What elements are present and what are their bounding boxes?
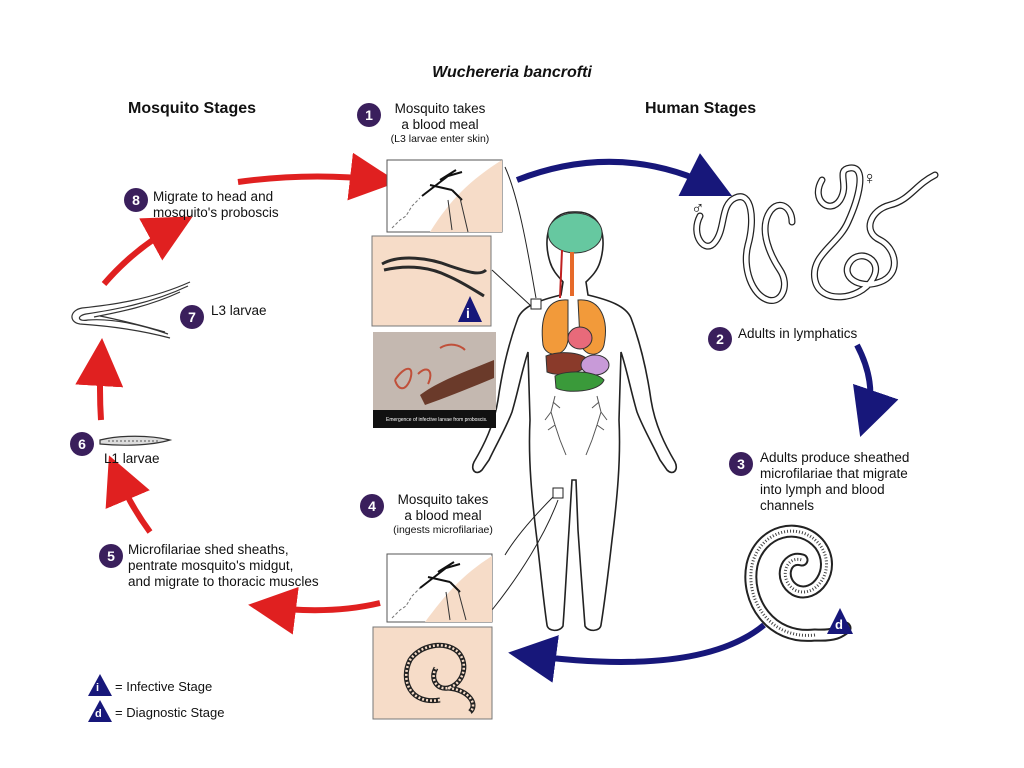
l1-larva-drawing bbox=[99, 435, 173, 446]
step-8-line2: mosquito's proboscis bbox=[153, 205, 279, 220]
lung-left bbox=[541, 299, 569, 355]
step-1-label: Mosquito takes a blood meal (L3 larvae e… bbox=[380, 101, 500, 146]
l3-larva-panel bbox=[371, 235, 492, 327]
step-7-label: L3 larvae bbox=[211, 303, 267, 318]
mosquito-panel-bottom bbox=[386, 553, 493, 623]
step-2-badge: 2 bbox=[708, 327, 732, 351]
step-4-line2: a blood meal bbox=[404, 508, 482, 523]
step-3-line4: channels bbox=[760, 498, 815, 513]
legend-diagnostic-letter: d bbox=[95, 708, 102, 720]
step-1-line2: a blood meal bbox=[401, 117, 479, 132]
arrow-8-to-1 bbox=[237, 152, 398, 201]
step-3-label: Adults produce sheathed microfilariae th… bbox=[760, 450, 909, 514]
arrow-5-to-6 bbox=[105, 455, 153, 534]
arrow-2-to-3 bbox=[853, 343, 899, 438]
arrow-6-to-7 bbox=[75, 338, 124, 421]
arrow-7-to-8 bbox=[101, 216, 193, 286]
male-symbol: ♂ bbox=[691, 198, 705, 218]
step-3-line3: into lymph and blood bbox=[760, 482, 885, 497]
sheathed-microfilaria bbox=[744, 524, 853, 642]
diagram-title: Wuchereria bancrofti bbox=[432, 64, 592, 81]
step-7-badge: 7 bbox=[180, 305, 204, 329]
step-6-label: L1 larvae bbox=[104, 451, 160, 466]
step-1-note: (L3 larvae enter skin) bbox=[390, 133, 490, 145]
infective-stage-triangle bbox=[458, 296, 482, 322]
step-8-label: Migrate to head and mosquito's proboscis bbox=[153, 189, 279, 221]
step-5-label: Microfilariae shed sheaths, pentrate mos… bbox=[128, 542, 319, 590]
step-5-line3: and migrate to thoracic muscles bbox=[128, 574, 319, 589]
mosquito-stages-header: Mosquito Stages bbox=[128, 100, 257, 117]
step-2-label: Adults in lymphatics bbox=[738, 326, 858, 341]
step-3-badge: 3 bbox=[729, 452, 753, 476]
brain bbox=[547, 212, 603, 254]
human-stages-header: Human Stages bbox=[645, 100, 757, 117]
arrow-3-to-4 bbox=[508, 622, 766, 683]
human-body bbox=[471, 211, 678, 632]
step-3-line1: Adults produce sheathed bbox=[760, 450, 910, 465]
diagnostic-marker: d bbox=[835, 617, 843, 632]
callout-lines bbox=[491, 166, 564, 611]
legend-infective-label: = Infective Stage bbox=[115, 679, 213, 694]
step-6-badge: 6 bbox=[70, 432, 94, 456]
mosquito-panel-top bbox=[386, 159, 503, 233]
step-1-badge: 1 bbox=[357, 103, 381, 127]
legend-diagnostic-label: = Diagnostic Stage bbox=[115, 705, 225, 720]
legend-infective-letter: i bbox=[96, 682, 100, 694]
step-3-line2: microfilariae that migrate bbox=[760, 466, 908, 481]
step-1-line1: Mosquito takes bbox=[394, 101, 486, 116]
intestines bbox=[554, 371, 605, 392]
infective-marker: i bbox=[466, 305, 470, 321]
adult-worm-male bbox=[693, 193, 796, 304]
proboscis-photo bbox=[373, 332, 496, 428]
nerve-cord bbox=[559, 249, 563, 299]
step-4-note: (ingests microfilariae) bbox=[393, 524, 493, 536]
diagnostic-stage-triangle bbox=[827, 608, 853, 634]
female-symbol: ♀ bbox=[863, 168, 877, 188]
step-5-line1: Microfilariae shed sheaths, bbox=[128, 542, 289, 557]
legend-infective-icon bbox=[88, 674, 112, 696]
step-4-line1: Mosquito takes bbox=[397, 492, 489, 507]
skin-callout-box-top bbox=[530, 298, 542, 310]
step-5-badge: 5 bbox=[99, 544, 123, 568]
heart bbox=[567, 326, 593, 350]
lymphatic-vessels bbox=[544, 395, 608, 456]
step-5-line2: pentrate mosquito's midgut, bbox=[128, 558, 294, 573]
l3-larva-drawing bbox=[71, 281, 191, 339]
step-4-badge: 4 bbox=[360, 494, 384, 518]
step-4-label: Mosquito takes a blood meal (ingests mic… bbox=[382, 492, 504, 537]
photo-caption: Emergence of infective larvae from probo… bbox=[386, 417, 488, 423]
body-organs bbox=[541, 212, 610, 456]
arrow-4-to-5 bbox=[248, 586, 381, 635]
skin-callout-box-bottom bbox=[552, 487, 564, 499]
adult-worm-female bbox=[810, 164, 939, 301]
arrow-1-to-2 bbox=[515, 153, 733, 197]
microfilaria-panel bbox=[372, 626, 493, 720]
step-8-line1: Migrate to head and bbox=[153, 189, 274, 204]
step-8-badge: 8 bbox=[124, 188, 148, 212]
legend-diagnostic-icon bbox=[88, 700, 112, 722]
